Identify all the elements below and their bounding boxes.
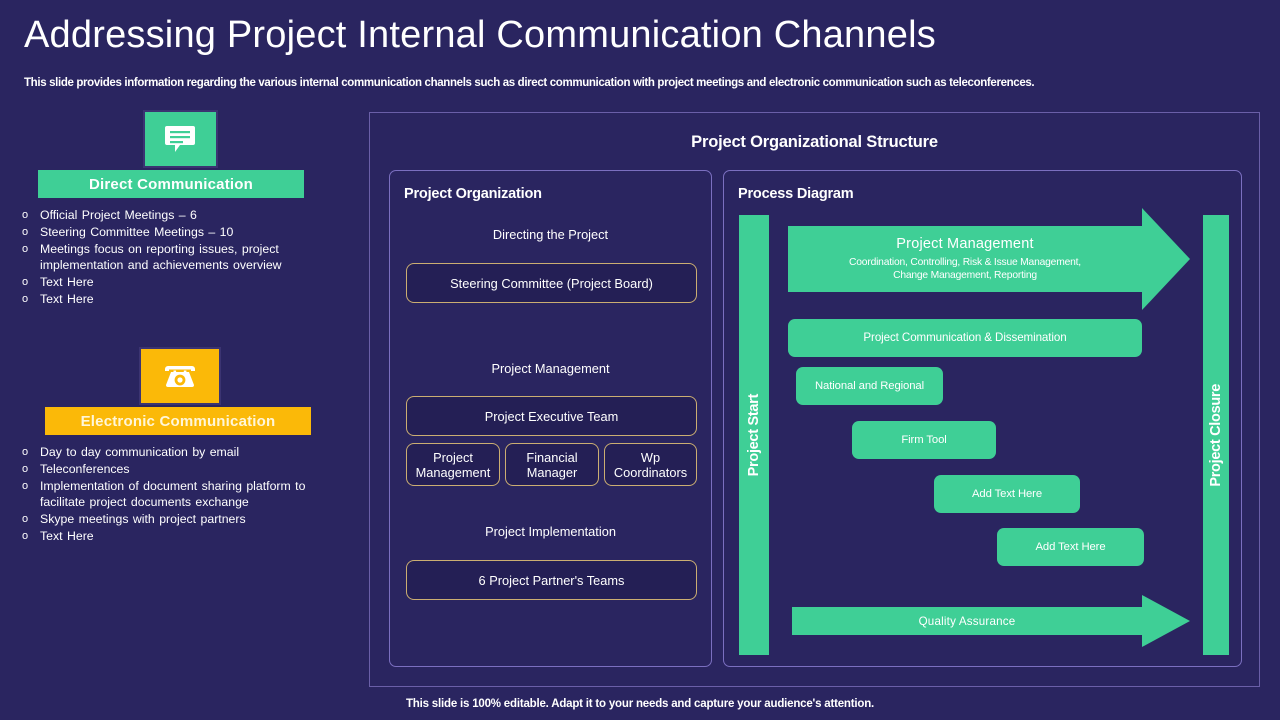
caption-project-management: Project Management: [491, 361, 610, 376]
left-column: Direct Communication Official Project Me…: [0, 110, 360, 545]
step-box-national-and-regional[interactable]: National and Regional: [796, 367, 943, 405]
subtitle-line-2: Change Management, Reporting: [893, 270, 1037, 281]
list-item: Steering Committee Meetings – 10: [22, 224, 350, 240]
project-closure-label: Project Closure: [1208, 383, 1224, 487]
caption-project-implementation: Project Implementation: [485, 524, 616, 539]
list-item: Day to day communication by email: [22, 444, 350, 460]
quality-assurance-arrow[interactable]: Quality Assurance: [792, 607, 1142, 635]
footer-note: This slide is 100% editable. Adapt it to…: [405, 698, 875, 710]
list-item: Text Here: [22, 274, 350, 290]
list-item: Text Here: [22, 291, 350, 307]
project-management-arrow[interactable]: Project Management Coordination, Control…: [788, 226, 1142, 292]
electronic-communication-block: Electronic Communication Day to day comm…: [0, 347, 360, 544]
main-panel-title: Project Organizational Structure: [691, 133, 938, 151]
org-box-financial-manager[interactable]: Financial Manager: [505, 443, 599, 486]
step-box-firm-tool[interactable]: Firm Tool: [852, 421, 996, 459]
project-management-arrow-head: [1142, 208, 1190, 310]
org-box-project-partners-teams[interactable]: 6 Project Partner's Teams: [406, 560, 697, 600]
list-item: Skype meetings with project partners: [22, 511, 350, 527]
project-management-arrow-subtitle: Coordination, Controlling, Risk & Issue …: [849, 256, 1081, 282]
org-box-steering-committee[interactable]: Steering Committee (Project Board): [406, 263, 697, 303]
project-organizational-structure-panel: Project Organizational Structure Project…: [369, 112, 1260, 687]
list-item: Meetings focus on reporting issues, proj…: [22, 241, 350, 273]
org-box-project-executive-team[interactable]: Project Executive Team: [406, 396, 697, 436]
page-subtitle: This slide provides information regardin…: [24, 77, 1035, 89]
org-box-wp-coordinators[interactable]: Wp Coordinators: [604, 443, 697, 486]
list-item: Teleconferences: [22, 461, 350, 477]
step-box-project-communication[interactable]: Project Communication & Dissemination: [788, 319, 1142, 357]
quality-assurance-arrow-head: [1142, 595, 1190, 647]
project-organization-title: Project Organization: [404, 186, 542, 202]
step-box-add-text-here-2[interactable]: Add Text Here: [997, 528, 1144, 566]
list-item: Text Here: [22, 528, 350, 544]
speech-bubble-icon: [142, 110, 218, 168]
electronic-communication-banner: Electronic Communication: [45, 407, 311, 435]
quality-assurance-label: Quality Assurance: [918, 614, 1016, 628]
list-item: Implementation of document sharing platf…: [22, 478, 350, 510]
direct-communication-bullets: Official Project Meetings – 6 Steering C…: [0, 207, 360, 307]
project-start-label: Project Start: [746, 393, 762, 477]
project-management-arrow-title: Project Management: [896, 236, 1034, 252]
telephone-icon: [139, 347, 221, 405]
org-box-project-management[interactable]: Project Management: [406, 443, 500, 486]
caption-directing-the-project: Directing the Project: [492, 227, 609, 242]
list-item: Official Project Meetings – 6: [22, 207, 350, 223]
page-title: Addressing Project Internal Communicatio…: [24, 14, 936, 56]
step-box-add-text-here-1[interactable]: Add Text Here: [934, 475, 1080, 513]
electronic-communication-bullets: Day to day communication by email Teleco…: [0, 444, 360, 544]
process-diagram-panel: Process Diagram Project Start Project Cl…: [723, 170, 1242, 667]
project-closure-bar: Project Closure: [1203, 215, 1229, 655]
project-organization-panel: Project Organization Directing the Proje…: [389, 170, 712, 667]
process-diagram-title: Process Diagram: [738, 186, 854, 202]
direct-communication-banner: Direct Communication: [38, 170, 304, 198]
project-start-bar: Project Start: [739, 215, 769, 655]
subtitle-line-1: Coordination, Controlling, Risk & Issue …: [849, 257, 1081, 268]
direct-communication-block: Direct Communication Official Project Me…: [0, 110, 360, 307]
